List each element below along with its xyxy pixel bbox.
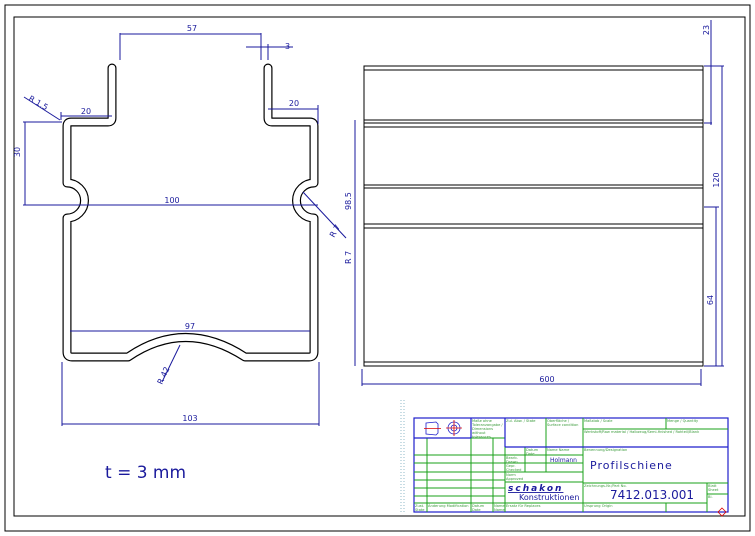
dim-103: 103	[182, 414, 197, 423]
tb-sheets: Bl.	[708, 494, 713, 499]
tb-material: Werkstoff/Raw material / Halbzeug/Semi-f…	[584, 429, 700, 434]
company-logo: schakon	[508, 484, 563, 494]
tb-origin: Ursprung Origin	[584, 503, 613, 508]
projection-symbol-icon	[424, 420, 462, 436]
dim-98-5: 98.5	[344, 192, 353, 210]
dim-side-r7: R 7	[344, 251, 353, 264]
tb-scale: Maßstab / Scale	[584, 418, 613, 423]
thickness-note: t = 3 mm	[105, 463, 186, 483]
tb-state: Zul. Abw. / State	[506, 418, 536, 423]
profile-section	[62, 63, 319, 362]
tb-surface: Oberfläche / Surface condition	[547, 418, 579, 427]
title-block: Maße ohne Toleranzangabe / Dimensions wi…	[400, 400, 729, 517]
dim-r1-5: R 1.5	[27, 94, 50, 112]
dim-20-right: 20	[289, 99, 299, 108]
tb-approved: Norm Approved	[506, 472, 524, 481]
tb-modification: Änderung Modification	[428, 503, 469, 508]
dim-57: 57	[187, 24, 197, 33]
tb-mod-name: Name Name	[494, 503, 505, 512]
dim-r42: R 42	[156, 365, 172, 385]
tb-name: Name Name	[547, 447, 570, 452]
tb-part-no: 7412.013.001	[610, 488, 694, 502]
tb-checked: Gepr. Checked	[506, 463, 522, 472]
dim-97: 97	[185, 322, 195, 331]
tb-tolerance: Maße ohne Toleranzangabe / Dimensions wi…	[472, 418, 503, 438]
corner-mark-icon	[717, 507, 727, 517]
dim-30: 30	[13, 147, 22, 157]
drawing-frame	[13, 16, 746, 517]
dim-120: 120	[712, 172, 721, 187]
dim-600: 600	[539, 375, 554, 384]
tb-replaces: Ersatz für Replaces	[506, 503, 541, 508]
tb-drawn-name: Holmann	[550, 457, 577, 464]
tb-sheet: Blatt Sheet	[708, 483, 719, 492]
dim-100: 100	[164, 196, 179, 205]
dim-3: 3	[285, 42, 290, 51]
tb-designation-label: Benennung/Designation	[584, 447, 628, 452]
tb-rev: Zust. State	[415, 503, 425, 512]
tb-drawn: Bearb. Drawn	[506, 455, 518, 463]
tb-part-no-label: Zeichnungs-Nr./Part No.	[584, 483, 627, 488]
tb-company: Konstruktionen	[519, 493, 579, 502]
sheet-border	[4, 4, 751, 532]
tb-mod-date: Datum Date	[472, 503, 485, 512]
tb-quantity: Menge / Quantity	[667, 418, 699, 423]
side-view-dimensions: 600 98.5 R 7 23 120 64	[344, 20, 724, 386]
dim-20-left: 20	[81, 107, 91, 116]
dim-64: 64	[706, 295, 715, 305]
side-view	[363, 65, 704, 367]
tb-date: Datum Date	[526, 447, 539, 455]
dim-23: 23	[702, 25, 711, 35]
side-legend-text	[400, 400, 405, 512]
tb-designation: Profilschiene	[590, 459, 673, 472]
dim-r7: R 7	[328, 223, 342, 239]
